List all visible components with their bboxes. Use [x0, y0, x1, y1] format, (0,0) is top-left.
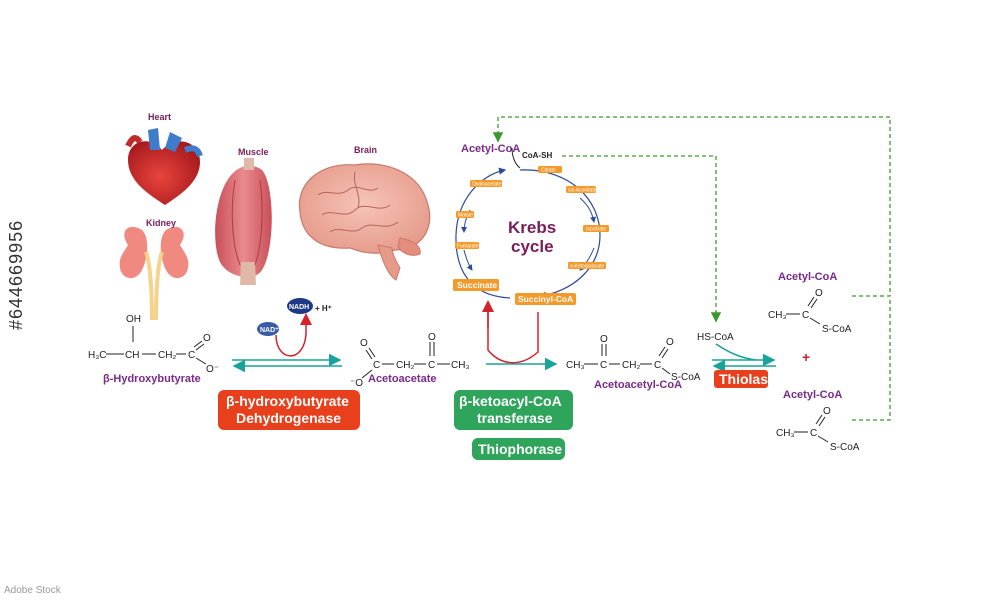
- krebs-title-line1: Krebs: [508, 218, 556, 237]
- cis-aconitate-label: cis-Aconitate: [568, 188, 597, 194]
- svg-text:CH₃: CH₃: [768, 310, 787, 321]
- svg-text:C: C: [802, 310, 809, 321]
- malate-badge: [456, 211, 474, 218]
- coa-sh-label: CoA-SH: [522, 151, 552, 160]
- bhb-dehydrogenase-line1: β-hydroxybutyrate: [226, 393, 349, 409]
- fumarate-badge: [455, 242, 479, 249]
- thiophorase-label: Thiophorase: [478, 441, 562, 457]
- svg-text:H₃C: H₃C: [88, 350, 107, 361]
- svg-text:S-CoA: S-CoA: [671, 372, 701, 383]
- succinate-exchange-curve: [487, 310, 539, 364]
- svg-text:CH₂: CH₂: [396, 360, 414, 371]
- svg-text:O: O: [600, 334, 608, 345]
- acetyl-coa-2-structure: CH₃ C O S-CoA: [776, 406, 860, 453]
- equilibrium-arrow-1: [232, 353, 342, 373]
- nad-label: NAD⁺: [260, 327, 279, 334]
- kidney-label: Kidney: [146, 218, 176, 228]
- brain-label: Brain: [354, 145, 377, 155]
- svg-text:O: O: [360, 338, 368, 349]
- svg-text:C: C: [654, 360, 661, 371]
- brain-organ: [298, 163, 431, 281]
- bhb-dehydrogenase-line2: Dehydrogenase: [236, 410, 341, 426]
- heart-organ: [125, 128, 203, 205]
- svg-text:⁻O: ⁻O: [350, 378, 363, 389]
- svg-text:C: C: [600, 360, 607, 371]
- hs-coa-label: HS-CoA: [697, 332, 734, 343]
- nad-bubble: [257, 322, 279, 336]
- svg-text:C: C: [428, 360, 435, 371]
- krebs-acetyl-coa-label: Acetyl-CoA: [461, 143, 520, 155]
- krebs-title-line2: cycle: [511, 237, 554, 256]
- svg-text:CH: CH: [125, 350, 139, 361]
- acetoacetate-structure: ⁻O C O CH₂ C O CH₃: [350, 332, 470, 389]
- svg-text:S-CoA: S-CoA: [830, 442, 860, 453]
- acetyl-coa-1-structure: CH₃ C O S-CoA: [768, 288, 852, 335]
- beta-hydroxybutyrate-structure: OH H₃C CH CH₂ C O O⁻: [88, 314, 219, 375]
- svg-text:O: O: [428, 332, 436, 343]
- cis-aconitate-badge: [566, 186, 596, 193]
- succinyl-coa-badge: [515, 293, 576, 305]
- citrate-badge: [538, 166, 562, 173]
- thiolase-box: [714, 370, 768, 388]
- bhb-dehydrogenase-box: [218, 390, 360, 430]
- acetyl-coa-1-label: Acetyl-CoA: [778, 271, 837, 283]
- stock-id-watermark: #644669956: [6, 219, 26, 330]
- acetoacetyl-coa-label: Acetoacetyl-CoA: [594, 379, 682, 391]
- isocitrate-label: Isocitrate: [586, 227, 607, 233]
- stock-credit: Adobe Stock: [4, 585, 61, 596]
- malate-label: Malate: [458, 213, 473, 219]
- oxaloacetate-badge: [470, 180, 502, 187]
- citrate-label: Citrate: [541, 168, 556, 174]
- acetoacetate-label: Acetoacetate: [368, 373, 436, 385]
- svg-text:CH₃: CH₃: [776, 428, 795, 439]
- svg-text:S-CoA: S-CoA: [822, 324, 852, 335]
- kidney-organ: [119, 226, 189, 321]
- fumarate-label: Fumarate: [457, 244, 479, 250]
- thiophorase-box: [472, 438, 565, 460]
- svg-text:CH₂: CH₂: [158, 350, 176, 361]
- alpha-ketoglutarate-badge: [568, 262, 606, 269]
- svg-text:CH₂: CH₂: [622, 360, 640, 371]
- heart-label: Heart: [148, 112, 171, 122]
- acetoacetyl-coa-structure: CH₃ C O CH₂ C O S-CoA: [566, 334, 701, 383]
- transferase-line2: transferase: [477, 410, 553, 426]
- oxaloacetate-label: Oxaloacetate: [472, 182, 502, 188]
- muscle-organ: [215, 158, 272, 285]
- acetyl-coa-2-label: Acetyl-CoA: [783, 389, 842, 401]
- dashed-feedback-arrows: [492, 116, 891, 421]
- beta-hydroxybutyrate-label: β-Hydroxybutyrate: [103, 373, 201, 385]
- isocitrate-badge: [583, 225, 609, 232]
- transferase-box: [454, 390, 573, 430]
- svg-text:O: O: [815, 288, 823, 299]
- hs-coa-curve: [715, 343, 757, 361]
- svg-text:O: O: [666, 337, 674, 348]
- svg-text:C: C: [373, 360, 380, 371]
- succinate-label: Succinate: [457, 280, 497, 290]
- nad-to-nadh-arrow: [275, 313, 312, 357]
- svg-text:O: O: [823, 406, 831, 417]
- alpha-ketoglutarate-label: α-Ketoglutarate: [570, 264, 605, 270]
- h-plus-label: + H⁺: [315, 304, 332, 313]
- nadh-label: NADH: [289, 304, 309, 311]
- plus-sign: +: [802, 349, 810, 365]
- svg-text:CH₃: CH₃: [451, 360, 470, 371]
- svg-text:CH₃: CH₃: [566, 360, 585, 371]
- nadh-bubble: [287, 298, 313, 314]
- thiolase-label: Thiolase: [719, 371, 776, 387]
- svg-text:C: C: [188, 350, 195, 361]
- svg-text:C: C: [810, 428, 817, 439]
- muscle-label: Muscle: [238, 147, 269, 157]
- acetyl-coa-entry-arrow: [511, 147, 521, 169]
- svg-text:O: O: [203, 333, 211, 344]
- svg-text:OH: OH: [126, 314, 141, 325]
- svg-text:O⁻: O⁻: [206, 364, 219, 375]
- equilibrium-arrow-2: [712, 353, 776, 373]
- succinate-badge: [453, 279, 499, 291]
- transferase-line1: β-ketoacyl-CoA: [459, 393, 562, 409]
- succinyl-coa-label: Succinyl-CoA: [518, 294, 573, 304]
